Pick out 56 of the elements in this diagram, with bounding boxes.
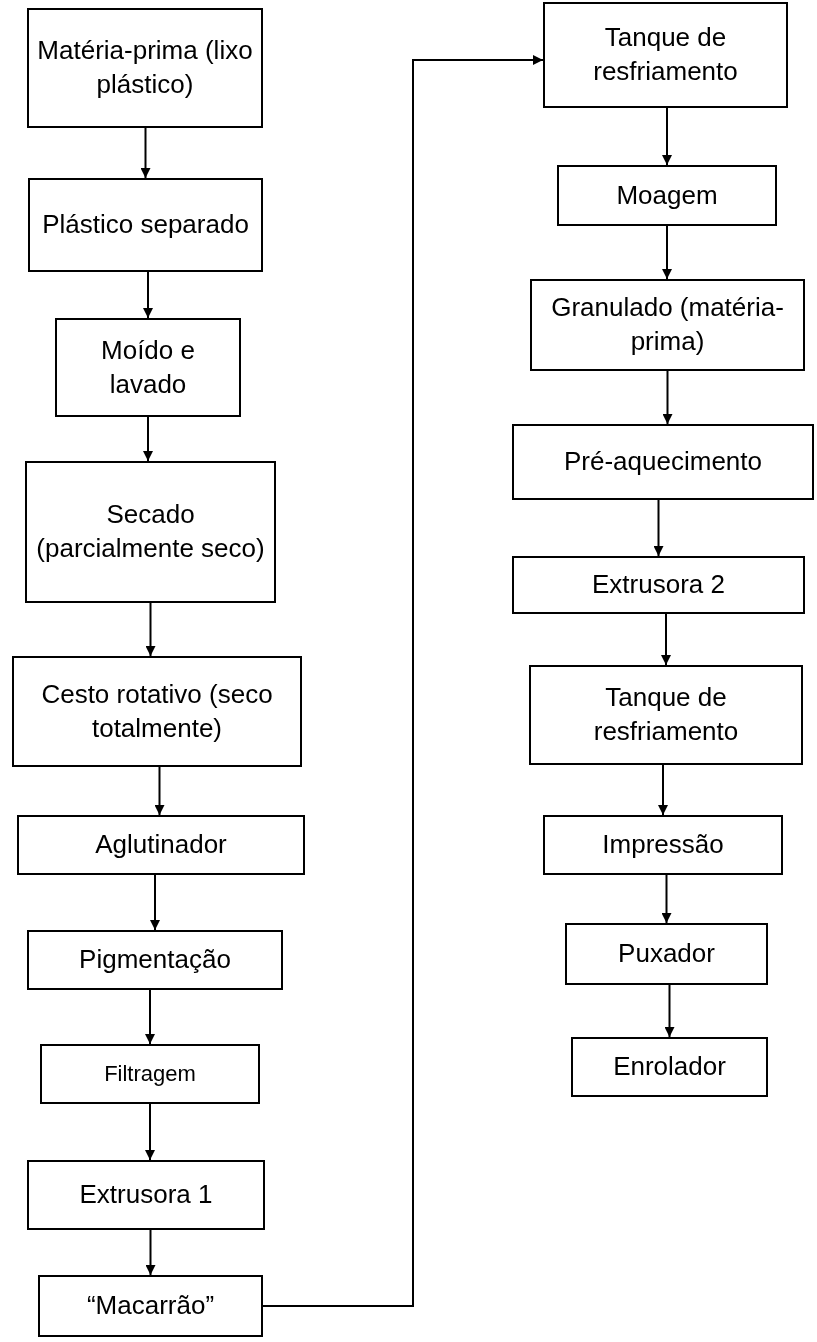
process-box: [543, 815, 783, 875]
process-box: [38, 1275, 263, 1337]
arrow: [661, 874, 672, 924]
box-label: Plástico separado: [42, 208, 249, 242]
process-box: [12, 656, 302, 767]
arrow: [661, 613, 671, 666]
arrow: [653, 499, 664, 557]
arrow: [664, 984, 675, 1038]
box-label: Impressão: [602, 828, 724, 862]
arrow: [145, 1229, 156, 1276]
arrow: [154, 766, 165, 816]
box-label: Pigmentação: [79, 943, 231, 977]
process-box: [25, 461, 276, 603]
arrow: [662, 370, 673, 425]
arrow: [145, 602, 156, 657]
process-box: [565, 923, 768, 985]
arrow: [143, 271, 153, 319]
process-box: [17, 815, 305, 875]
box-label: Cesto rotativo (seco totalmente): [40, 677, 274, 745]
process-box: [27, 1160, 265, 1230]
box-label: Matéria-prima (lixo plástico): [36, 34, 254, 101]
process-box: [543, 2, 788, 108]
box-label: Moído e lavado: [100, 333, 196, 401]
process-box: [557, 165, 777, 226]
process-box: [55, 318, 241, 417]
process-box: [27, 930, 283, 990]
box-label: Secado (parcialmente seco): [35, 498, 266, 565]
box-label: Extrusora 2: [592, 568, 725, 602]
process-box: [530, 279, 805, 371]
box-label: Puxador: [618, 937, 715, 971]
box-label: Enrolador: [613, 1050, 726, 1084]
box-label: Tanque de resfriamento: [592, 681, 740, 748]
arrow: [262, 55, 544, 1307]
box-label: Granulado (matéria-prima): [550, 291, 785, 358]
box-label: Tanque de resfriamento: [592, 21, 739, 88]
arrow: [658, 764, 668, 816]
box-label: Extrusora 1: [79, 1178, 213, 1212]
arrow: [140, 127, 151, 179]
process-box: [512, 556, 805, 614]
arrow: [150, 874, 160, 931]
arrow: [662, 107, 672, 166]
box-label: “Macarrão”: [86, 1289, 215, 1323]
box-label: Moagem: [616, 178, 718, 212]
process-box: [512, 424, 814, 500]
arrow: [662, 225, 672, 280]
arrow: [145, 989, 155, 1045]
process-box: [529, 665, 803, 765]
process-box: [28, 178, 263, 272]
box-label: Aglutinador: [95, 828, 227, 862]
process-box: [40, 1044, 260, 1104]
process-box: [571, 1037, 768, 1097]
process-box: [27, 8, 263, 128]
arrow: [145, 1103, 155, 1161]
box-label: Filtragem: [104, 1059, 196, 1088]
box-label: Pré-aquecimento: [564, 445, 762, 479]
arrow: [143, 416, 153, 462]
